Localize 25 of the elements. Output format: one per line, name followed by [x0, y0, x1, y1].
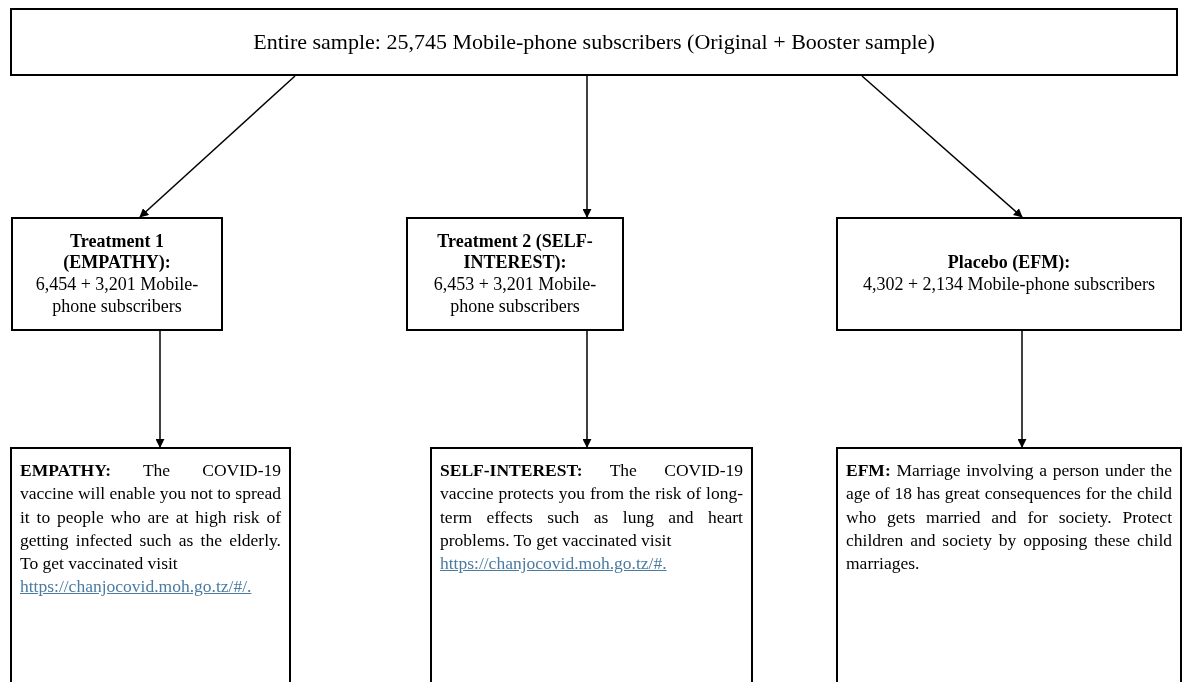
arrow: [139, 75, 296, 218]
url-link: https://chanjocovid.moh.go.tz/#/.: [20, 575, 252, 599]
arrow: [155, 330, 165, 448]
message-box: [10, 447, 291, 682]
group-heading: Placebo (EFM):: [946, 252, 1072, 274]
group-heading: Treatment 1 (EMPATHY):: [62, 230, 172, 274]
url-link: https://chanjocovid.moh.go.tz/#.: [440, 552, 667, 576]
treatment-box: [836, 217, 1182, 331]
group-heading: Treatment 2 (SELF-INTEREST):: [436, 230, 594, 274]
message-text: EFM: Marriage involving a person under the age of 18 has great consequences for the child who gets married and for society. Protect children and society by opposing these child marriages.: [846, 459, 1172, 576]
treatment-box: [11, 217, 223, 331]
sample-box: [10, 8, 1178, 76]
group-size-text: 6,454 + 3,201 Mobile-phone subscribers: [34, 274, 200, 318]
message-box: [836, 447, 1182, 682]
message-box: [430, 447, 753, 682]
arrow: [861, 75, 1023, 218]
group-size-text: 6,453 + 3,201 Mobile-phone subscribers: [432, 274, 598, 318]
arrow: [1017, 330, 1027, 448]
message-text: SELF-INTEREST: The COVID-19 vaccine protects you from the risk of long-term effects such as lung and heart problems. To get vaccinated visit: [440, 459, 743, 552]
arrow: [582, 330, 592, 448]
arrow: [582, 75, 592, 218]
group-size-text: 4,302 + 2,134 Mobile-phone subscribers: [861, 274, 1157, 296]
message-text: EMPATHY: The COVID-19 vaccine will enable you not to spread it to people who are at high risk of getting infected such as the elderly. To get vaccinated visit: [20, 459, 281, 576]
treatment-box: [406, 217, 624, 331]
heading-text: Entire sample: 25,745 Mobile-phone subscribers (Original + Booster sample): [252, 28, 936, 56]
